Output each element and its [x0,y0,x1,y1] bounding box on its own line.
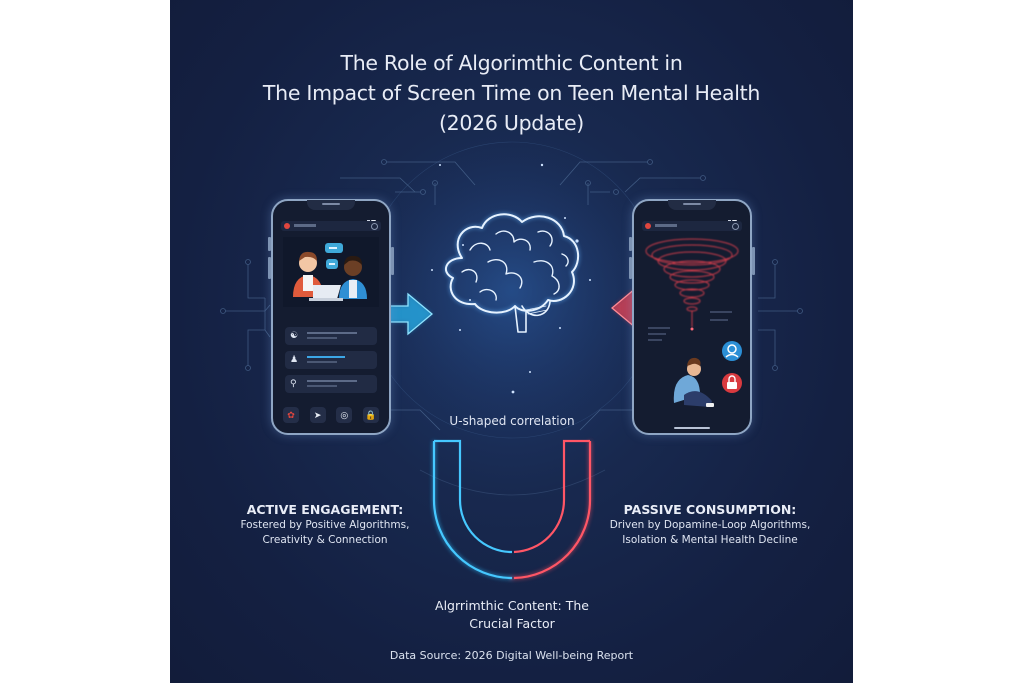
passive-consumption-block: PASSIVE CONSUMPTION: Driven by Dopamine-… [595,502,825,548]
profile-icon [371,223,378,230]
title-line-1: The Role of Algorimthic Content in [340,51,683,75]
passive-consumption-heading: PASSIVE CONSUMPTION: [623,502,797,517]
caption-line-1: Algrrimthic Content: The [435,598,589,613]
title-line-2: The Impact of Screen Time on Teen Mental… [262,81,761,105]
teens-collaborating-illustration [283,237,379,307]
phone-side-button [268,237,271,251]
phone-side-button [629,257,632,279]
lock-icon [722,373,742,393]
active-engagement-line-1: Fostered by Positive Algorithms, [240,519,410,531]
active-engagement-block: ACTIVE ENGAGEMENT: Fostered by Positive … [220,502,430,548]
data-source-footer: Data Source: 2026 Digital Well-being Rep… [389,649,634,662]
bird-icon[interactable]: ➤ [309,407,326,423]
passive-consumption-line-2: Isolation & Mental Health Decline [622,534,798,546]
vortex-icon [645,238,739,327]
target-icon[interactable]: ◎ [336,407,353,423]
feed-card: ♟ [285,351,377,369]
app-dock: ✿ ➤ ◎ 🔒 [283,407,379,423]
phone-side-button [268,257,271,279]
page-title: The Role of Algorimthic Content in The I… [170,48,853,138]
phone-notch [668,200,716,210]
app-logo-icon [645,223,651,229]
app-header-text [294,224,316,227]
emoji-icon [326,259,338,269]
status-bar-icons [367,211,379,224]
lightbulb-icon: ⚲ [290,378,297,388]
app-header-bar [642,221,742,231]
lock-icon[interactable]: 🔒 [362,407,379,423]
phone-active-engagement: ☯ ♟ ⚲ ✿ ➤ ◎ 🔒 [268,199,394,435]
active-engagement-heading: ACTIVE ENGAGEMENT: [246,502,404,517]
app-logo-icon [284,223,290,229]
phone-side-button [629,237,632,251]
feed-card: ☯ [285,327,377,345]
app-header-text [655,224,677,227]
user-sync-icon [722,341,742,361]
active-engagement-line-2: Creativity & Connection [262,534,388,546]
u-shape-correlation-icon [432,439,592,580]
vortex-isolation-illustration [645,238,742,407]
message-icon [325,243,343,253]
phone-passive-consumption [629,199,755,435]
infographic-panel: The Role of Algorimthic Content in The I… [170,0,853,683]
phone-side-button [752,247,755,275]
status-bar-icons [728,211,740,224]
flower-icon[interactable]: ✿ [283,407,299,423]
group-icon: ☯ [290,330,299,340]
feed-card: ⚲ [285,375,377,393]
passive-consumption-line-1: Driven by Dopamine-Loop Algorithms, [609,519,811,531]
profile-icon [732,223,739,230]
home-indicator [674,427,710,429]
phone-side-button [391,247,394,275]
title-line-3: (2026 Update) [438,111,585,135]
crucial-factor-caption: Algrrimthic Content: The Crucial Factor [392,597,632,633]
app-header-bar [281,221,381,231]
isolated-teen-figure [673,357,714,407]
person-icon: ♟ [290,354,299,364]
phone-notch [307,200,355,210]
u-shaped-correlation-label: U-shaped correlation [449,414,575,428]
caption-line-2: Crucial Factor [469,616,555,631]
brain-icon [444,213,580,333]
